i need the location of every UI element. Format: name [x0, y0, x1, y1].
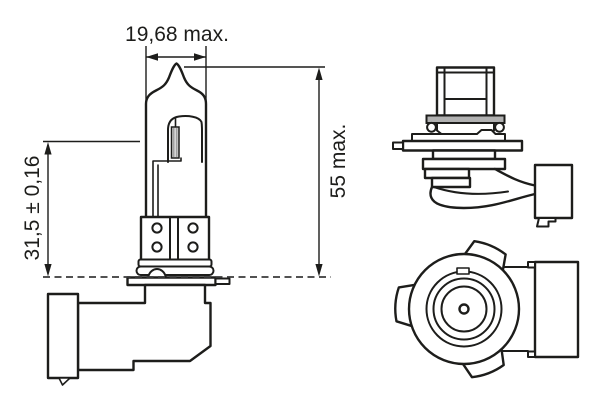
o-ring: [135, 265, 215, 276]
arrowhead-left: [146, 53, 158, 61]
base-ring-inner: [440, 285, 488, 333]
glass-tube: [435, 66, 496, 117]
filament: [170, 126, 180, 159]
base-hole: [151, 222, 163, 234]
arrowhead-right: [194, 53, 206, 61]
dimension-light-center-length: 31,5 ± 0,16: [21, 140, 140, 277]
ring-notch: [456, 267, 470, 275]
side-flange: [392, 139, 524, 152]
cable-boot: [429, 167, 537, 210]
connector-block-side: [533, 163, 574, 220]
connector-feet: [536, 217, 557, 228]
dim-diameter-label: 19,68 max.: [125, 23, 229, 46]
center-pin: [458, 303, 470, 315]
dimension-diameter: 19,68 max.: [125, 23, 229, 103]
dim-overall-length-label: 55 max.: [327, 124, 350, 199]
connector-block-axial: [527, 260, 580, 359]
locating-bump: [147, 268, 167, 278]
dim-lcl-label: 31,5 ± 0,16: [21, 156, 44, 261]
base-hole: [151, 241, 163, 253]
connector-cap: [46, 292, 80, 380]
inner-envelope: [167, 115, 203, 163]
base-plate: [425, 114, 506, 124]
cap-wedge: [58, 377, 71, 386]
filament-support: [152, 117, 182, 217]
socket-rings: [421, 149, 507, 189]
connector-housing: [76, 283, 212, 372]
base-hole: [187, 241, 199, 253]
base-hole: [187, 222, 199, 234]
dimension-overall-length: 55 max.: [184, 66, 350, 277]
side-view: [392, 66, 574, 228]
front-view: [46, 62, 231, 386]
base-ring-mid: [432, 277, 496, 341]
metal-base: [139, 215, 211, 262]
step-bar: [411, 129, 506, 141]
axial-view: [394, 239, 580, 379]
flange-tab: [214, 277, 231, 285]
neck-ring: [137, 258, 213, 268]
